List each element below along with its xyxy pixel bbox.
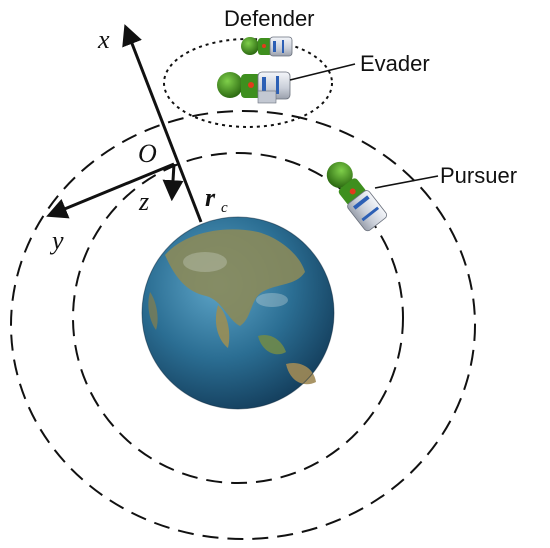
spacecraft-icon bbox=[326, 161, 387, 232]
origin-label: O bbox=[138, 139, 157, 168]
defender-spacecraft bbox=[241, 36, 293, 57]
earth-globe-icon bbox=[141, 216, 335, 410]
x-axis bbox=[122, 24, 203, 223]
pursuer-label: Pursuer bbox=[440, 163, 517, 188]
radius-vector-label: r bbox=[205, 183, 216, 212]
spacecraft-icon bbox=[217, 71, 291, 104]
x-axis-label: x bbox=[97, 25, 110, 54]
evader-label: Evader bbox=[360, 51, 430, 76]
radius-vector-subscript: c bbox=[221, 200, 228, 216]
spacecraft-icon bbox=[241, 36, 293, 57]
coordinate-frame: x y z O r c bbox=[46, 24, 228, 255]
defender-label: Defender bbox=[224, 6, 315, 31]
z-axis bbox=[162, 163, 184, 202]
outer-orbit bbox=[10, 110, 476, 540]
y-axis-label: y bbox=[49, 226, 64, 255]
z-axis-label: z bbox=[138, 187, 149, 216]
evader-leader-line bbox=[289, 63, 356, 81]
pursuer-leader-line bbox=[374, 175, 439, 189]
inner-orbit bbox=[72, 152, 404, 484]
y-axis bbox=[46, 162, 175, 219]
pursuer-spacecraft bbox=[326, 161, 387, 232]
evader-spacecraft bbox=[217, 71, 291, 104]
